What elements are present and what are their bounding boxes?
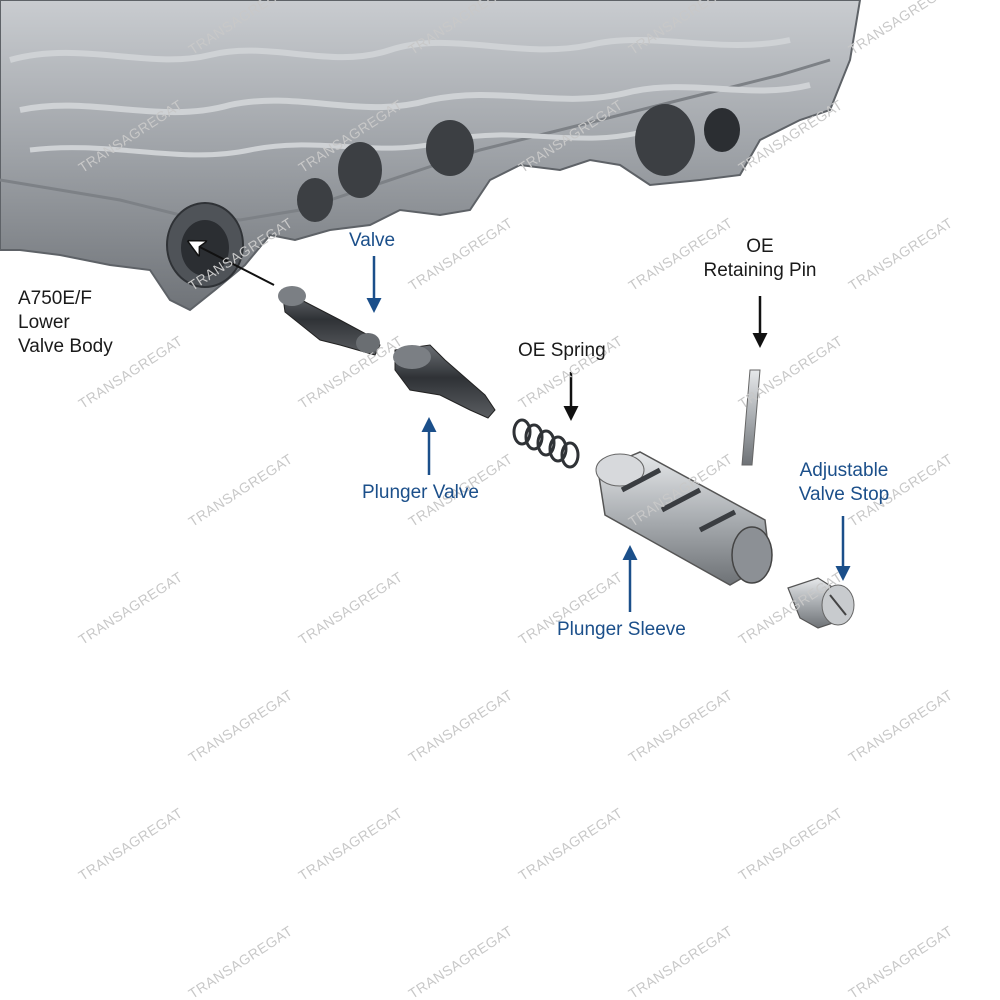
valve-body-casting — [0, 0, 862, 312]
valve-body-label-line-1: A750E/F — [18, 288, 92, 309]
adjustable-valve-stop-part — [787, 577, 855, 629]
oe-spring-label: OE Spring — [518, 340, 606, 361]
valve-label: Valve — [349, 230, 396, 251]
valve-stop-label-line-2: Valve Stop — [798, 484, 890, 505]
retaining-pin-label-line-2: Retaining Pin — [703, 260, 817, 281]
plunger-sleeve-label: Plunger Sleeve — [557, 619, 686, 640]
valve-part — [278, 286, 381, 356]
valve-body-label-line-3: Valve Body — [18, 336, 113, 357]
leader-arrows — [190, 242, 851, 612]
valve-body-label-line-2: Lower — [18, 312, 70, 333]
oe-retaining-pin-part — [741, 369, 761, 466]
plunger-valve-label: Plunger Valve — [362, 482, 479, 503]
oe-spring-part — [512, 418, 580, 469]
retaining-pin-label-line-1: OE — [746, 236, 774, 257]
valve-stop-label: Adjustable Valve Stop — [780, 459, 908, 507]
valve-body-label: A750E/F Lower Valve Body — [18, 287, 113, 359]
retaining-pin-label: OE Retaining Pin — [692, 235, 828, 283]
valve-body-arrow — [190, 242, 275, 286]
plunger-sleeve-part — [595, 451, 773, 586]
valve-stop-label-line-1: Adjustable — [799, 460, 889, 481]
plunger-valve-part — [393, 344, 496, 419]
